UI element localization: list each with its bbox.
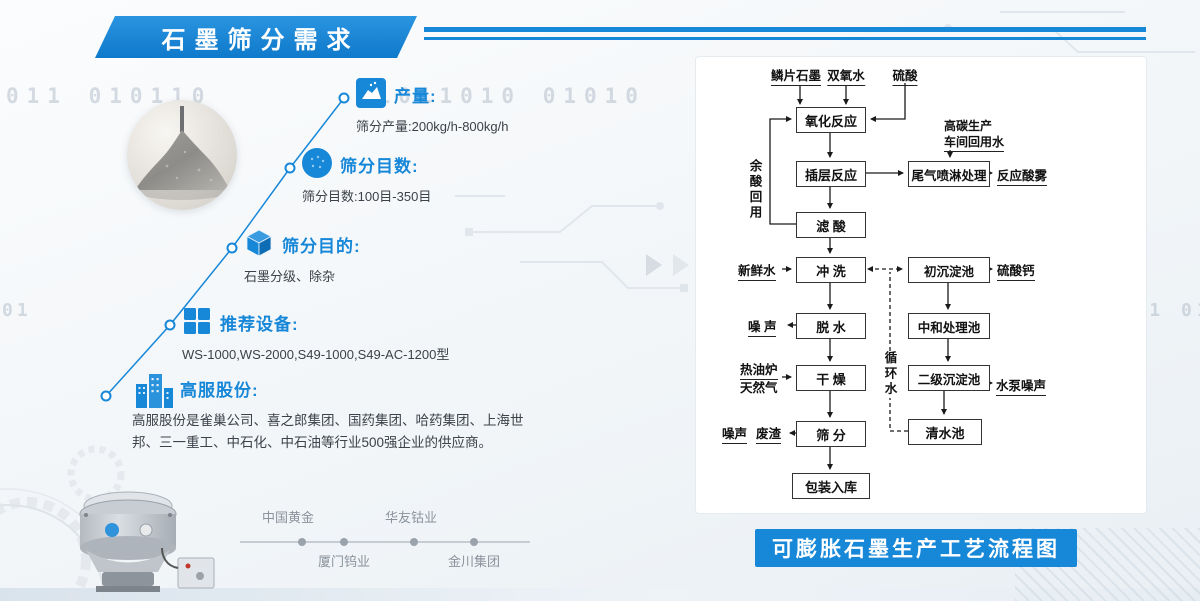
box-clear-water-tank: 清水池 (908, 419, 982, 445)
label-circulating-water: 循环水 (882, 351, 897, 398)
feature-desc: 筛分产量:200kg/h-800kg/h (356, 119, 509, 134)
label-noise-screening: 噪声 (722, 423, 748, 444)
sieve-machine-image (79, 491, 215, 592)
box-rinse: 冲 洗 (796, 257, 866, 283)
box-filter-acid: 滤 酸 (796, 212, 866, 238)
bottom-band-decor (0, 588, 1200, 601)
label-reuse-water-line1: 高碳生产 (944, 119, 993, 133)
header-rule-top (424, 27, 1146, 32)
label-hot-oil-furnace: 热油炉 (740, 359, 778, 380)
feature-desc: 筛分目数:100目-350目 (302, 189, 432, 204)
graphite-pile-graphic (135, 106, 230, 200)
flowchart-caption: 可膨胀石墨生产工艺流程图 (772, 538, 1060, 561)
box-screening: 筛 分 (796, 421, 866, 447)
box-neutralization: 中和处理池 (908, 313, 990, 339)
binary-decor-top: 011 010110 1011010 01010 (6, 84, 646, 108)
timeline-dot (470, 538, 478, 546)
window-grid-icon (184, 308, 210, 334)
cube-icon (246, 229, 272, 257)
flowchart-panel: 鳞片石墨 双氧水 硫酸 氧化反应 插层反应 尾气喷淋处理 滤 酸 冲 洗 初沉淀… (695, 56, 1147, 514)
client-timeline: 中国黄金 华友钴业 厦门钨业 金川集团 (240, 505, 530, 569)
box-packaging: 包装入库 (792, 473, 870, 499)
label-waste-residue: 废渣 (756, 423, 782, 444)
flowchart-caption-banner: 可膨胀石墨生产工艺流程图 (755, 529, 1077, 567)
feature-title: 筛分目数: (340, 157, 419, 176)
feature-desc: WS-1000,WS-2000,S49-1000,S49-AC-1200型 (182, 347, 450, 362)
label-acid-mist: 反应酸雾 (997, 165, 1048, 186)
box-dewater: 脱 水 (796, 313, 866, 339)
label-residual-acid-reuse: 余酸回用 (747, 159, 762, 221)
box-dry: 干 燥 (796, 365, 866, 391)
feature-desc: 石墨分级、除杂 (244, 269, 336, 284)
label-natural-gas: 天然气 (740, 381, 778, 395)
label-calcium-sulfate: 硫酸钙 (997, 260, 1035, 281)
input-flake-graphite: 鳞片石墨 (770, 65, 822, 86)
company-description: 高服股份是雀巢公司、喜之郎集团、国药集团、哈药集团、上海世邦、三一重工、中石化、… (132, 413, 524, 451)
timeline-dot (298, 538, 306, 546)
title-banner: 石墨筛分需求 (95, 16, 417, 58)
box-primary-sedimentation: 初沉淀池 (908, 257, 990, 283)
timeline-dot (340, 538, 348, 546)
input-sulfuric-acid: 硫酸 (892, 65, 918, 86)
header-rule-bottom (424, 37, 1146, 40)
client-name: 华友钴业 (385, 510, 438, 525)
timeline-line (240, 541, 530, 543)
feature-title: 高服股份: (180, 381, 259, 400)
label-reuse-water-line2: 车间回用水 (944, 133, 1005, 152)
box-intercalation: 插层反应 (796, 161, 866, 187)
binary-decor-left: 01 (2, 300, 32, 321)
graphite-powder-image (127, 100, 237, 210)
box-oxidation: 氧化反应 (796, 107, 866, 133)
feature-title: 推荐设备: (220, 315, 299, 334)
feature-title: 筛分目的: (282, 237, 361, 256)
buildings-icon (136, 374, 173, 408)
chevron-icon (673, 254, 690, 276)
page-title: 石墨筛分需求 (161, 26, 360, 54)
box-secondary-sedimentation: 二级沉淀池 (908, 365, 990, 391)
label-noise-dewater: 噪 声 (748, 316, 777, 337)
client-name: 厦门钨业 (318, 554, 371, 569)
box-tailgas-spray: 尾气喷淋处理 (908, 161, 990, 187)
timeline-dot (410, 538, 418, 546)
client-name: 金川集团 (448, 554, 501, 569)
chevrons-decor (646, 254, 696, 281)
output-icon (356, 78, 386, 108)
label-fresh-water: 新鲜水 (738, 260, 776, 281)
chevron-icon (646, 254, 662, 276)
mesh-icon (302, 148, 332, 178)
client-name: 中国黄金 (262, 510, 315, 525)
label-pump-noise: 水泵噪声 (996, 375, 1047, 396)
feature-title: 产量: (394, 87, 437, 106)
input-hydrogen-peroxide: 双氧水 (827, 65, 865, 86)
